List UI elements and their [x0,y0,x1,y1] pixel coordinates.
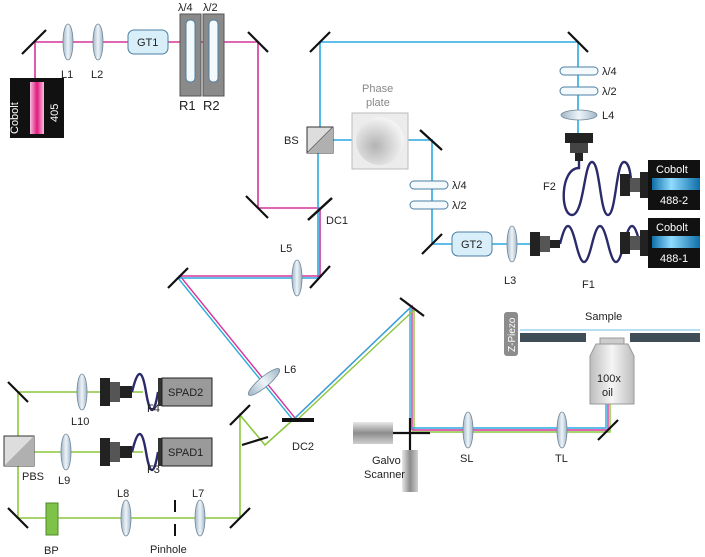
fiber-F3: F3 [130,432,160,476]
F1-label: F1 [582,279,595,291]
galvo-scanner: Galvo Scanner [353,418,430,492]
objective-magnification: 100x [597,373,621,385]
dichroic-DC1: DC1 [307,197,348,227]
DC1-label: DC1 [326,215,348,227]
lens-L1-label: L1 [61,69,73,81]
F3-label: F3 [147,464,160,476]
L7-label: L7 [192,488,204,500]
BS-label: BS [284,135,299,147]
lens-L6: L6 [247,364,296,396]
lens-TL: TL [555,411,568,465]
beam-splitter-BS: BS [284,126,334,154]
SL-label: SL [460,453,473,465]
fiber-coupler-F4 [100,378,132,406]
beam-405-path [34,41,321,278]
dichroic-DC2: DC2 [282,418,314,453]
bandpass-filter-BP: BP [44,502,59,557]
laser4882-wavelength: 488-2 [660,195,688,207]
lens-L10: L10 [71,373,89,428]
DC2-label: DC2 [292,441,314,453]
pinhole-label: Pinhole [150,544,187,556]
lens-SL: SL [460,411,473,465]
F2-label: F2 [543,181,556,193]
laser-488-2: Cobolt 488-2 [648,160,700,210]
lens-L7: L7 [192,488,206,537]
lens-L9: L9 [58,433,72,487]
fiber-coupler-488-2 [620,172,648,198]
PBS-label: PBS [22,471,44,483]
L5-label: L5 [280,243,292,255]
detector-SPAD1: SPAD1 [158,437,213,467]
lens-L4: L4 [560,109,614,122]
waveplate-quarter-right-label: λ/4 [602,66,617,78]
laser4882-brand: Cobolt [656,164,688,176]
rotation-mount-R1: λ/4 R1 [178,2,202,113]
L4-label: L4 [602,110,614,122]
laser405-wavelength: 405 [49,104,61,122]
waveplate-quarter-mid-label: λ/4 [452,180,467,192]
SPAD2-label: SPAD2 [168,387,203,399]
pinhole: Pinhole [150,500,187,556]
rotation-mount-R2: λ/2 R2 [202,2,225,113]
L8-label: L8 [117,488,129,500]
sample-label: Sample [585,311,622,323]
laser4881-wavelength: 488-1 [660,253,688,265]
laser-488-1: Cobolt 488-1 [648,218,700,268]
laser405-brand: Cobolt [9,102,21,134]
objective-immersion: oil [602,387,613,399]
polarizing-beam-splitter-PBS: PBS [3,435,44,483]
glan-thompson-GT2: GT2 [451,231,493,257]
laser4881-brand: Cobolt [656,222,688,234]
fiber-F2: F2 [543,160,633,217]
waveplate-quarter-top-label: λ/4 [178,2,193,14]
fiber-coupler-F1-in [530,232,560,256]
F4-label: F4 [147,403,160,415]
glan-thompson-GT1: GT1 [127,29,169,55]
z-piezo: Z-Piezo [504,312,518,356]
R2-label: R2 [203,98,220,113]
fiber-F4: F4 [130,372,160,415]
zpiezo-label: Z-Piezo [507,317,518,352]
laser-405: Cobolt 405 [9,78,64,138]
lens-L2-label: L2 [91,69,103,81]
waveplates-right: λ/4 λ/2 [559,66,617,98]
objective-100x: 100x oil [589,337,635,405]
waveplate-half-top-label: λ/2 [203,2,218,14]
galvo-label-2: Scanner [364,469,405,481]
waveplate-half-mid-label: λ/2 [452,200,467,212]
SPAD1-label: SPAD1 [168,447,203,459]
L9-label: L9 [58,475,70,487]
lens-L1: L1 [61,23,74,81]
TL-label: TL [555,453,568,465]
galvo-label-1: Galvo [372,455,401,467]
combined-excitation-path [176,275,611,433]
BP-label: BP [44,545,59,557]
fiber-collimator-F2-out [565,133,593,161]
L3-label: L3 [504,275,516,287]
lens-L3: L3 [504,225,518,287]
fiber-coupler-F3 [100,438,132,466]
waveplates-mid: λ/4 λ/2 [409,180,467,212]
phase-plate: Phase plate [351,83,409,170]
phase-plate-label-2: plate [366,97,390,109]
GT1-label: GT1 [137,37,158,49]
phase-plate-label-1: Phase [362,83,393,95]
lens-L5: L5 [280,243,303,297]
GT2-label: GT2 [461,239,482,251]
lens-L2: L2 [91,23,104,81]
waveplate-half-right-label: λ/2 [602,86,617,98]
fiber-coupler-488-1 [620,230,648,256]
R1-label: R1 [179,98,196,113]
L6-label: L6 [284,364,296,376]
lens-L8: L8 [117,488,132,537]
detector-SPAD2: SPAD2 [158,377,213,407]
mirrors [7,29,619,529]
L10-label: L10 [71,416,89,428]
sample-stage: Sample [520,311,700,342]
